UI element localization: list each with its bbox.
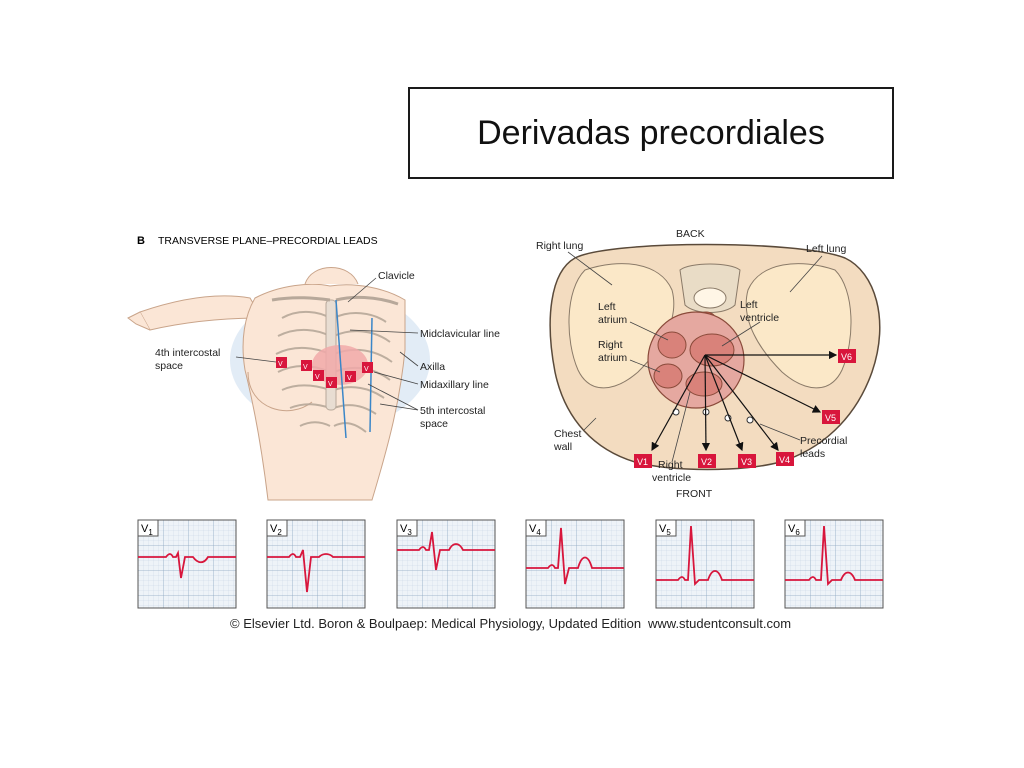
ecg-grid (396, 519, 496, 609)
label-clavicle: Clavicle (378, 270, 415, 282)
cross-labels: BACK Right lung Left lung Left atrium Le… (536, 228, 847, 500)
svg-text:V: V (315, 374, 320, 381)
ecg-waveform (656, 525, 754, 587)
ecg-strip-v1: V1 (137, 519, 237, 609)
label-precordial-2: leads (800, 448, 825, 460)
credit-line: © Elsevier Ltd. Boron & Boulpaep: Medica… (230, 616, 791, 631)
lead-tag-v1: V1 (634, 454, 652, 468)
label-4th-intercostal: 4th intercostal (155, 347, 220, 359)
lead-tags: V6 V5 V1 V2 V3 V4 (634, 349, 856, 468)
lead-vectors (651, 350, 838, 452)
ecg-lead-label-box (396, 519, 418, 537)
ecg-strips: V1 V2 V3 V4 V5 V6 (137, 519, 884, 609)
svg-text:V3: V3 (741, 457, 752, 467)
label-axilla: Axilla (420, 361, 445, 373)
ecg-lead-label-box (266, 519, 288, 537)
label-left-atrium-2: atrium (598, 314, 627, 326)
svg-text:V2: V2 (701, 457, 712, 467)
svg-text:V1: V1 (637, 457, 648, 467)
label-midaxillary: Midaxillary line (420, 379, 489, 391)
label-right-ventricle-1: Right (658, 459, 683, 471)
label-front: FRONT (676, 488, 713, 500)
ecg-strip-v3: V3 (396, 519, 496, 609)
ecg-waveform (267, 549, 365, 593)
lead-tag-v2: V2 (698, 454, 716, 468)
panel-heading: TRANSVERSE PLANE–PRECORDIAL LEADS (158, 235, 378, 247)
label-precordial-1: Precordial (800, 435, 847, 447)
electrode-v4: V (326, 377, 337, 388)
lead-tag-v4: V4 (776, 452, 794, 466)
ecg-waveform (785, 525, 883, 587)
lead-tag-v5: V5 (822, 410, 840, 424)
electrode-v6: V (362, 362, 373, 373)
lead-tag-v3: V3 (738, 454, 756, 468)
svg-text:V: V (364, 366, 369, 373)
cross-leader-lines (567, 251, 823, 463)
slide-title-box: Derivadas precordiales (408, 87, 894, 179)
label-left-ventricle-1: Left (740, 299, 758, 311)
lead-tag-v6: V6 (838, 349, 856, 363)
svg-text:V: V (347, 375, 352, 382)
electrode-v2: V (301, 360, 312, 371)
ecg-lead-label-box (784, 519, 806, 537)
ecg-waveform (526, 527, 624, 585)
label-left-atrium-1: Left (598, 301, 616, 313)
torso-electrodes: V V V V V V (276, 357, 373, 388)
label-left-lung: Left lung (806, 243, 846, 255)
svg-text:V: V (328, 381, 333, 388)
ecg-waveform (397, 531, 495, 571)
electrode-v1: V (276, 357, 287, 368)
label-midclavicular: Midclavicular line (420, 328, 500, 340)
torso-illustration (127, 267, 430, 501)
panel-letter: B (137, 235, 145, 247)
svg-text:V4: V4 (779, 455, 790, 465)
label-left-ventricle-2: ventricle (740, 312, 779, 324)
label-4th-intercostal-space: space (155, 360, 183, 372)
svg-text:V: V (303, 364, 308, 371)
label-5th-intercostal: 5th intercostal (420, 405, 485, 417)
svg-text:V: V (278, 361, 283, 368)
ecg-strip-v4: V4 (525, 519, 625, 609)
ecg-lead-label-box (525, 519, 547, 537)
label-right-ventricle-2: ventricle (652, 472, 691, 484)
torso-leader-lines (235, 277, 419, 411)
label-right-atrium-1: Right (598, 339, 623, 351)
ecg-grid (655, 519, 755, 609)
label-chest-wall-2: wall (553, 441, 572, 453)
label-5th-intercostal-space: space (420, 418, 448, 430)
label-right-lung: Right lung (536, 240, 583, 252)
ecg-lead-label-box (655, 519, 677, 537)
label-right-atrium-2: atrium (598, 352, 627, 364)
label-chest-wall-1: Chest (554, 428, 582, 440)
credit-source: © Elsevier Ltd. Boron & Boulpaep: Medica… (230, 616, 642, 631)
ecg-strip-v6: V6 (784, 519, 884, 609)
torso-labels: Clavicle Midclavicular line 4th intercos… (155, 270, 500, 430)
ecg-waveform (138, 549, 236, 579)
slide-title: Derivadas precordiales (477, 113, 825, 152)
panel-b-heading: B TRANSVERSE PLANE–PRECORDIAL LEADS (137, 235, 378, 247)
ecg-strip-v2: V2 (266, 519, 366, 609)
electrode-v3: V (313, 370, 324, 381)
label-back: BACK (676, 228, 705, 240)
credit-url: www.studentconsult.com (648, 616, 792, 631)
svg-text:V6: V6 (841, 352, 852, 362)
ecg-lead-label-box (137, 519, 159, 537)
ecg-strip-v5: V5 (655, 519, 755, 609)
electrode-v5: V (345, 371, 356, 382)
svg-text:V5: V5 (825, 413, 836, 423)
